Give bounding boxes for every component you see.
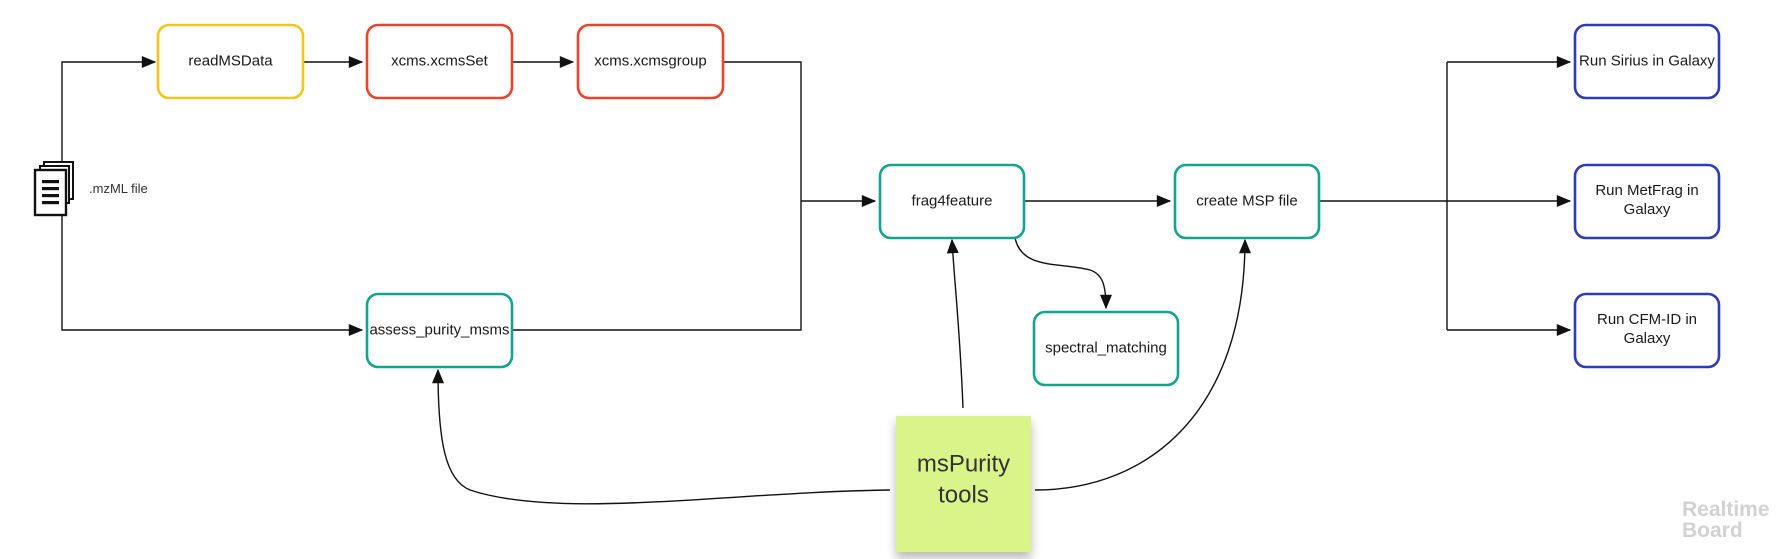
realtimeboard-watermark: Realtime Board xyxy=(1682,498,1770,542)
edge-assess-purity-to-junction xyxy=(512,201,802,331)
node-assess-purity-msms-box xyxy=(365,292,514,369)
node-assess-purity-msms-label: assess_purity_msms xyxy=(369,321,509,338)
node-xcmsgroup-box xyxy=(576,23,725,100)
file-input-label: .mzML file xyxy=(89,181,148,196)
node-readmsdata-label: readMSData xyxy=(188,52,273,69)
node-frag4feature-box xyxy=(878,163,1026,240)
node-xcmsgroup[interactable]: xcms.xcmsgroup xyxy=(576,23,725,100)
node-run-metfrag-box xyxy=(1573,163,1721,240)
node-xcmsset-box xyxy=(365,23,514,100)
edge-mspurity-to-create-msp xyxy=(1034,238,1251,491)
node-frag4feature[interactable]: frag4feature xyxy=(878,163,1026,240)
file-input[interactable]: .mzML file xyxy=(33,161,148,217)
sticky-note-line2: tools xyxy=(938,481,989,508)
node-frag4feature-label: frag4feature xyxy=(912,192,993,209)
node-assess-purity-msms[interactable]: assess_purity_msms xyxy=(365,292,514,369)
node-create-msp-file-label: create MSP file xyxy=(1196,192,1297,209)
node-run-cfmid-label-line1: Run CFM-ID in xyxy=(1597,311,1697,328)
node-create-msp-file-box xyxy=(1173,163,1321,240)
node-xcmsset-label: xcms.xcmsSet xyxy=(391,52,489,69)
node-readmsdata[interactable]: readMSData xyxy=(156,23,305,100)
node-run-sirius-box xyxy=(1573,23,1721,100)
document-stack-icon xyxy=(33,161,74,217)
node-run-sirius-label: Run Sirius in Galaxy xyxy=(1579,52,1715,69)
edge-file-to-assess-purity xyxy=(61,200,364,336)
edge-mspurity-to-assess-purity xyxy=(432,368,891,505)
node-run-cfmid-label-line2: Galaxy xyxy=(1624,330,1671,347)
sticky-note-line1: msPurity xyxy=(917,450,1010,477)
node-xcmsset[interactable]: xcms.xcmsSet xyxy=(365,23,514,100)
node-run-metfrag-label-line1: Run MetFrag in xyxy=(1595,182,1698,199)
connectors xyxy=(61,56,1572,505)
edge-mspurity-to-frag4feature xyxy=(946,238,964,409)
edge-file-to-readmsdata xyxy=(61,56,157,163)
node-run-sirius[interactable]: Run Sirius in Galaxy xyxy=(1573,23,1721,100)
watermark-line2: Board xyxy=(1682,519,1743,542)
sticky-note-mspurity-tools[interactable]: msPurity tools xyxy=(896,416,1031,552)
edge-frag4feature-to-spectral-matching xyxy=(1014,237,1112,310)
node-create-msp-file[interactable]: create MSP file xyxy=(1173,163,1321,240)
node-spectral-matching[interactable]: spectral_matching xyxy=(1032,310,1180,387)
node-spectral-matching-label: spectral_matching xyxy=(1045,339,1167,356)
sticky-note-paper xyxy=(896,416,1031,552)
node-xcmsgroup-label: xcms.xcmsgroup xyxy=(594,52,707,69)
node-run-cfmid-box xyxy=(1573,292,1721,369)
node-run-metfrag-label-line2: Galaxy xyxy=(1624,201,1671,218)
node-run-metfrag[interactable]: Run MetFrag in Galaxy xyxy=(1573,163,1721,240)
edge-xcmsgroup-to-junction xyxy=(723,61,802,201)
node-spectral-matching-box xyxy=(1032,310,1180,387)
watermark-line1: Realtime xyxy=(1682,498,1770,521)
node-run-cfmid[interactable]: Run CFM-ID in Galaxy xyxy=(1573,292,1721,369)
node-readmsdata-box xyxy=(156,23,305,100)
